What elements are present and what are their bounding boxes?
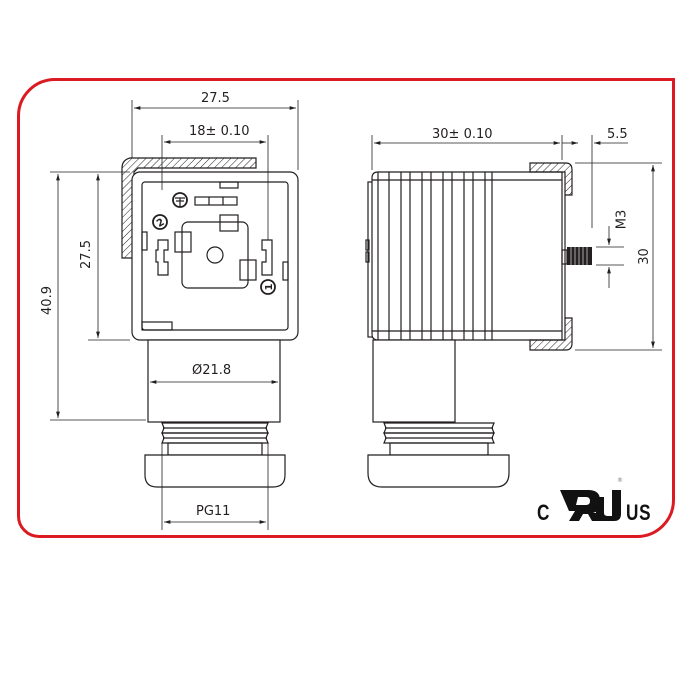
- front-thread: [161, 422, 269, 456]
- side-ribs: [377, 172, 493, 340]
- ul-logo-icon: [560, 490, 621, 521]
- pin-2-marker-icon: 2: [152, 214, 168, 230]
- m3-screw: [567, 247, 592, 265]
- cert-suffix: US: [626, 500, 652, 525]
- dim-overall-width: 27.5: [201, 91, 230, 106]
- front-view: 2 1: [50, 100, 299, 530]
- dim-cable-gland: PG11: [196, 504, 231, 519]
- cert-prefix: C: [537, 500, 551, 525]
- dim-screw-protrusion: 5.5: [607, 127, 628, 142]
- dim-body-height: 27.5: [78, 240, 94, 269]
- side-view: [365, 135, 662, 488]
- svg-text:2: 2: [155, 217, 167, 230]
- cert-registered-mark: ®: [617, 477, 623, 484]
- dim-body-length: 30± 0.10: [432, 127, 493, 142]
- dim-side-height: 30: [636, 248, 652, 265]
- front-neck: [147, 339, 281, 423]
- dim-pin-spacing: 18± 0.10: [189, 124, 250, 139]
- dim-neck-diameter: Ø21.8: [192, 363, 232, 378]
- front-gland-cap: [144, 454, 286, 488]
- svg-text:1: 1: [264, 283, 275, 290]
- pin-1-marker-icon: 1: [260, 279, 276, 295]
- ground-pin-marker-icon: [172, 192, 188, 208]
- red-frame-border: [17, 78, 675, 538]
- dim-screw-thread: M3: [614, 209, 630, 230]
- dim-overall-height: 40.9: [39, 286, 55, 315]
- front-inner: [141, 181, 289, 331]
